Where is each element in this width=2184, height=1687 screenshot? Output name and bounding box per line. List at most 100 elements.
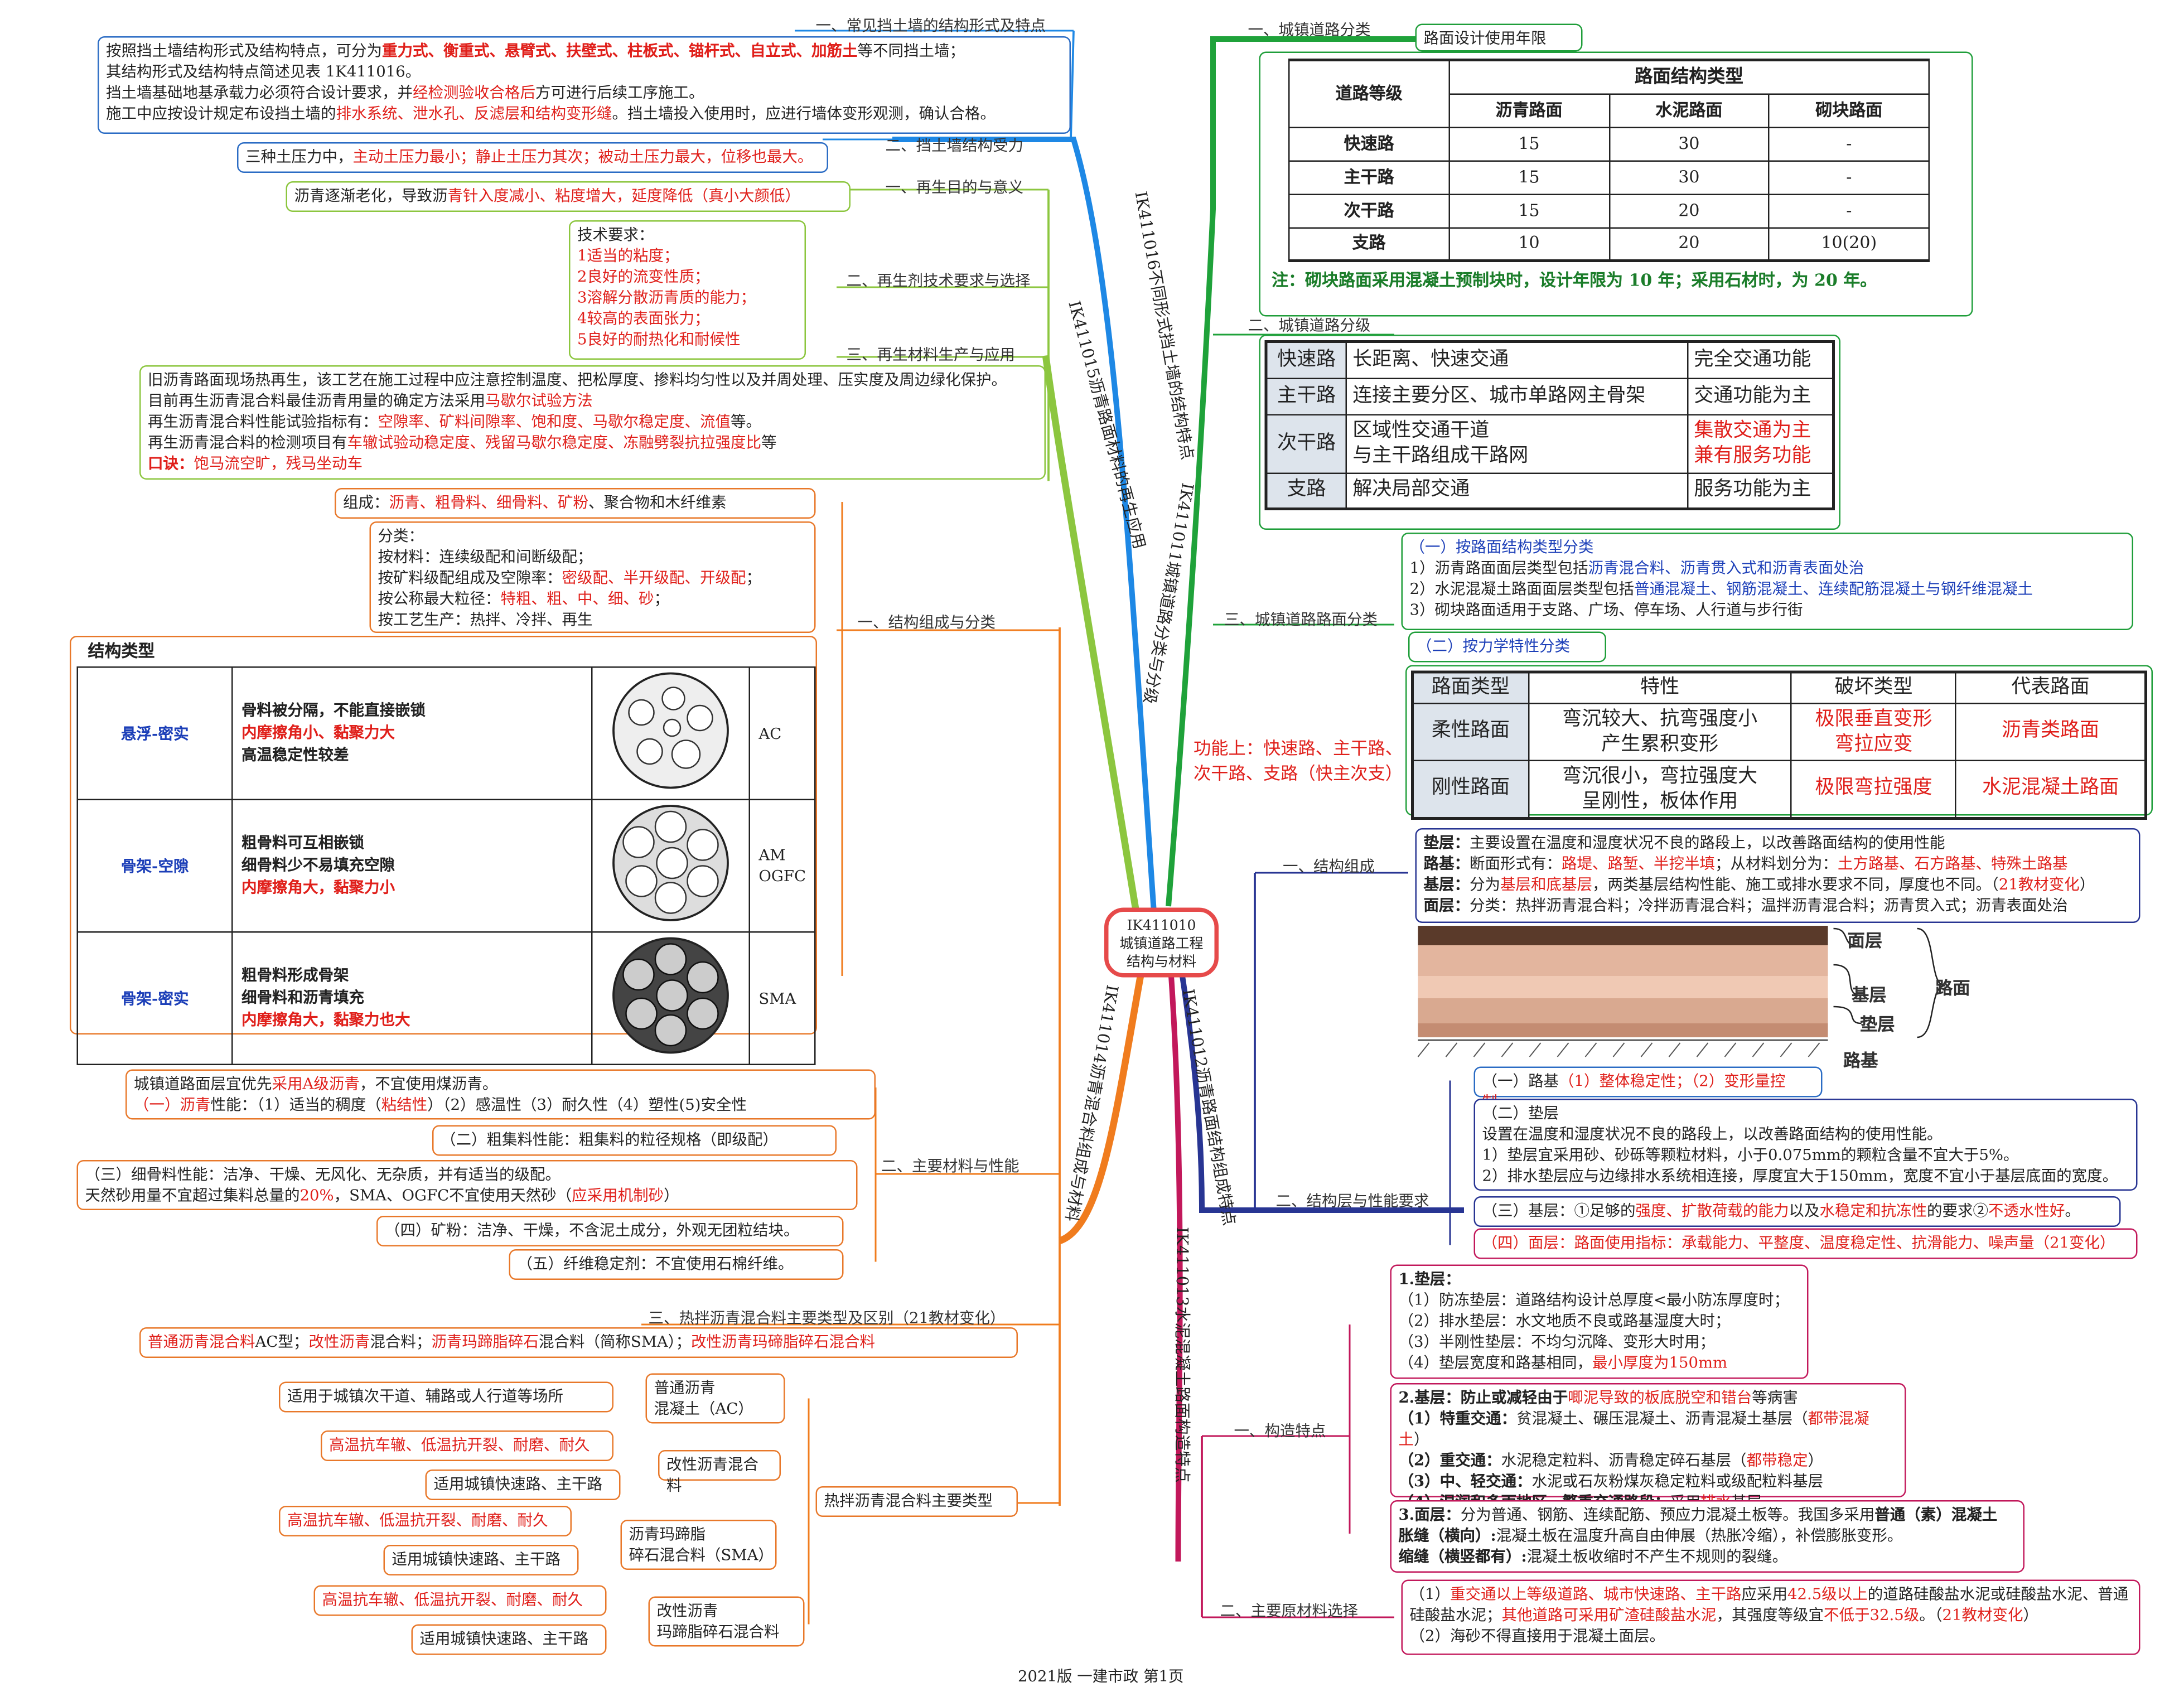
- t: 21教材变化: [1942, 1606, 2023, 1625]
- t: 2良好的流变性质；: [577, 268, 710, 286]
- t: 主要设置在温度和湿度状况不良的路段上，以改善路面结构的使用性能: [1470, 834, 1945, 852]
- k1-base-box: 2.基层：防止或减轻由于唧泥导致的板底脱空和错台等病害 （1）特重交通：贫混凝土…: [1390, 1383, 1906, 1511]
- grade-table: 快速路长距离、快速交通完全交通功能 主干路连接主要分区、城市单路网主骨架交通功能…: [1264, 340, 1835, 510]
- k2-label: 二、主要原材料选择: [1220, 1602, 1359, 1621]
- t: 粗骨料可互相嵌锁: [241, 834, 365, 852]
- t: 分类：: [378, 527, 424, 545]
- t: 1）垫层宜采用砂、砂砾等颗粒材料，小于0.075mm的颗粒含量不宜大于5%。: [1482, 1146, 2019, 1164]
- p2-cushion-box: （二）垫层 设置在温度和湿度状况不良的路段上，以改善路面结构的使用性能。 1）垫…: [1473, 1099, 2138, 1191]
- hot-type-modified-sma: 改性沥青 玛蹄脂碎石混合料: [648, 1596, 805, 1647]
- t: 混凝土板收缩时不产生不规则的裂缝。: [1526, 1548, 1788, 1566]
- s1-label: 一、常见挡土墙的结构形式及特点: [815, 17, 1046, 35]
- layer-label-base: 基层: [1852, 984, 1887, 1006]
- t: 20%: [299, 1186, 334, 1205]
- t: （一）按路面结构类型分类: [1409, 538, 1594, 557]
- t: AM OGFC: [748, 799, 816, 933]
- r1-box: 沥青逐渐老化，导致沥青针入度减小、粘度增大，延度降低（真小大颜低）: [286, 181, 851, 212]
- struct-title: 结构类型: [88, 641, 155, 661]
- t: 2.基层：防止或减轻由于: [1398, 1389, 1568, 1407]
- t: 其他道路可采用: [1501, 1606, 1610, 1625]
- t: （2）海砂不得直接用于混凝土面层。: [1409, 1627, 1665, 1646]
- t: 水泥稳定粒料、沥青稳定碎石基层（: [1501, 1451, 1747, 1470]
- t: 分为普通、钢筋、连续配筋、预应力混凝土板等。我国多采用: [1460, 1506, 1875, 1524]
- t: 内摩擦角大，黏聚力也大: [241, 1011, 410, 1029]
- t: 唧泥导致的板底脱空和错台: [1568, 1389, 1752, 1407]
- t: 应采用: [1741, 1585, 1788, 1604]
- t: 次干路: [1288, 193, 1450, 228]
- t: 再生沥青混合料的检测项目有: [148, 433, 347, 452]
- t: 青针入度减小、粘度增大，延度降低（真小大颜低）: [447, 187, 801, 205]
- t: -: [1768, 159, 1930, 195]
- t: 密级配、半开级配、开级配: [562, 569, 746, 587]
- t: （四）面层：: [1482, 1234, 1574, 1253]
- m2-coarse-box: （二）粗集料性能：粗集料的粒径规格（即级配）: [432, 1125, 837, 1156]
- t: 主干路: [1265, 377, 1347, 415]
- hot-type-use: 适用城镇快速路、主干路: [383, 1545, 579, 1575]
- t: 旧沥青路面现场热再生，该工艺在施工过程中应注意控制温度、把松厚度、掺料均匀性以及…: [148, 371, 1007, 389]
- t: 天然砂用量不宜超过集料总量的: [85, 1186, 300, 1205]
- t: 2）排水垫层应与边缘排水系统相连接，厚度宜大于150mm，宽度不宜小于基层底面的…: [1482, 1167, 2118, 1186]
- t: 等: [761, 433, 777, 452]
- hot-mix-label: 热拌沥青混合料主要类型: [815, 1486, 1018, 1517]
- t: 水泥路面: [1608, 93, 1770, 128]
- t: 沥青混合料、沥青贯入式和沥青表面处治: [1588, 559, 1864, 578]
- ac-aggregate-icon: [612, 672, 729, 789]
- t: 细骨料少不易填充空隙: [241, 856, 395, 874]
- t: 骨架-空隙: [121, 857, 189, 875]
- struct-row: 骨架-空隙 粗骨料可互相嵌锁细骨料少不易填充空隙内摩擦角大，黏聚力小 AM OG…: [76, 799, 816, 933]
- hot-type-ac: 普通沥青 混凝土（AC）: [645, 1373, 785, 1424]
- t: ）: [1808, 1451, 1824, 1470]
- t: 重力式、衡重式、悬臂式、扶壁式、柱板式、锚杆式、自立式、加筋土: [382, 42, 858, 60]
- t: 车辙试验动稳定度、残留马歇尔稳定度、冻融劈裂抗拉强度比: [347, 433, 762, 452]
- t: 沥青逐渐老化，导致沥: [294, 187, 448, 205]
- struct-row: 悬浮-密实 骨料被分隔，不能直接嵌锁内摩擦角小、黏聚力大高温稳定性较差 AC: [76, 666, 816, 800]
- hot-type-sma: 沥青玛蹄脂 碎石混合料（SMA）: [620, 1520, 777, 1570]
- t: 长距离、快速交通: [1345, 341, 1689, 379]
- center-line-1: IK411010: [1127, 919, 1196, 935]
- t: 20: [1608, 193, 1770, 228]
- t: ）: [2079, 876, 2095, 894]
- t: 等。: [731, 413, 761, 431]
- t: 道路等级: [1288, 59, 1450, 128]
- p2-label: 二、结构层与性能要求: [1275, 1192, 1429, 1211]
- t: 路面使用指标：承载能力、平整度、温度稳定性、抗滑能力、噪声量（21变化）: [1574, 1234, 2115, 1253]
- t: 1）沥青路面: [1409, 559, 1496, 578]
- t: 三种土压力中，: [245, 148, 353, 166]
- t: 应采用机制砂: [572, 1186, 664, 1205]
- t: 解决局部交通: [1345, 472, 1689, 510]
- t: 路面类型: [1412, 671, 1529, 704]
- t: 土方路基、石方路基、特殊土路基: [1838, 854, 2068, 873]
- p2-base-box: （一）路基（1）整体稳定性；（2）变形量控制。: [1473, 1066, 1823, 1111]
- t: （2）排水垫层：水文地质不良或路基湿度大时；: [1398, 1312, 1731, 1331]
- t: 排水系统、泄水孔、反滤层和结构变形缝: [336, 104, 612, 123]
- t: （1）特重交通：: [1398, 1409, 1517, 1428]
- t: 1.垫层：: [1398, 1270, 1461, 1289]
- t: 破坏类型: [1790, 671, 1957, 704]
- t: 施工中应按设计规定布设挡土墙的: [106, 104, 336, 123]
- t: ；: [654, 589, 670, 608]
- t: 性能：（1）适当的稠度（: [210, 1096, 381, 1114]
- t: 次干路: [1265, 413, 1347, 473]
- t: ；从材料划分为：: [1715, 854, 1838, 873]
- t: 柔性路面: [1412, 702, 1529, 761]
- t: 马歇尔试验方法: [485, 391, 593, 410]
- p1-label: 一、结构组成: [1283, 857, 1375, 876]
- t: 服务功能为主: [1687, 472, 1834, 510]
- m2-fine-box: （三）细骨料性能：洁净、干燥、无风化、无杂质，并有适当的级配。 天然砂用量不宜超…: [76, 1160, 858, 1210]
- t: 重交通以上等级道路、城市快速路、主干路: [1450, 1585, 1742, 1604]
- t: （三）细骨料性能：洁净、干燥、无风化、无杂质，并有适当的级配。: [85, 1166, 561, 1184]
- t: 。: [2065, 1202, 2081, 1220]
- t: 内摩擦角小、黏聚力大: [241, 723, 395, 742]
- t: 贫混凝土、碾压混凝土、沥青混凝土基层（: [1516, 1409, 1808, 1428]
- t: -: [1768, 126, 1930, 161]
- t: 42.5级以上: [1787, 1585, 1868, 1604]
- m3-box: 普通沥青混合料AC型；改性沥青混合料；沥青玛蹄脂碎石混合料（简称SMA）；改性沥…: [139, 1327, 1018, 1358]
- t: （1）: [1409, 1585, 1451, 1604]
- t: 4较高的表面张力；: [577, 310, 710, 328]
- t: （二）垫层: [1482, 1104, 1559, 1123]
- center-node[interactable]: IK411010 城镇道路工程 结构与材料: [1104, 907, 1219, 978]
- t: ，SMA、OGFC不宜使用天然砂（: [334, 1186, 572, 1205]
- c3-label: 三、城镇道路路面分类: [1224, 611, 1378, 629]
